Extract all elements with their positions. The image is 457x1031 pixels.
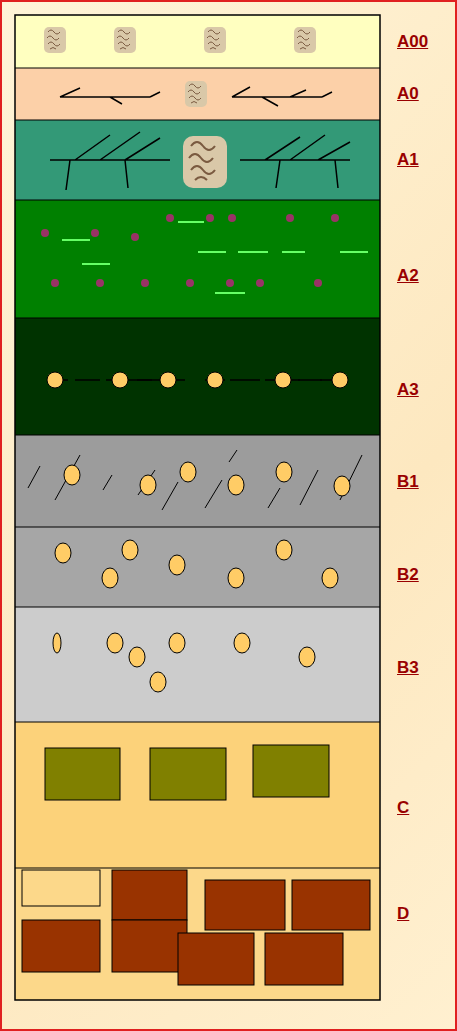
horizon-label: C xyxy=(397,799,409,818)
horizon-label: B3 xyxy=(397,659,419,678)
horizon-label: B1 xyxy=(397,473,419,492)
horizon-label: B2 xyxy=(397,566,419,585)
horizon-label: D xyxy=(397,905,409,924)
horizon-label: A00 xyxy=(397,33,428,52)
horizon-label: A2 xyxy=(397,267,419,286)
horizon-label: A3 xyxy=(397,381,419,400)
horizon-label: A1 xyxy=(397,151,419,170)
horizon-label: A0 xyxy=(397,85,419,104)
